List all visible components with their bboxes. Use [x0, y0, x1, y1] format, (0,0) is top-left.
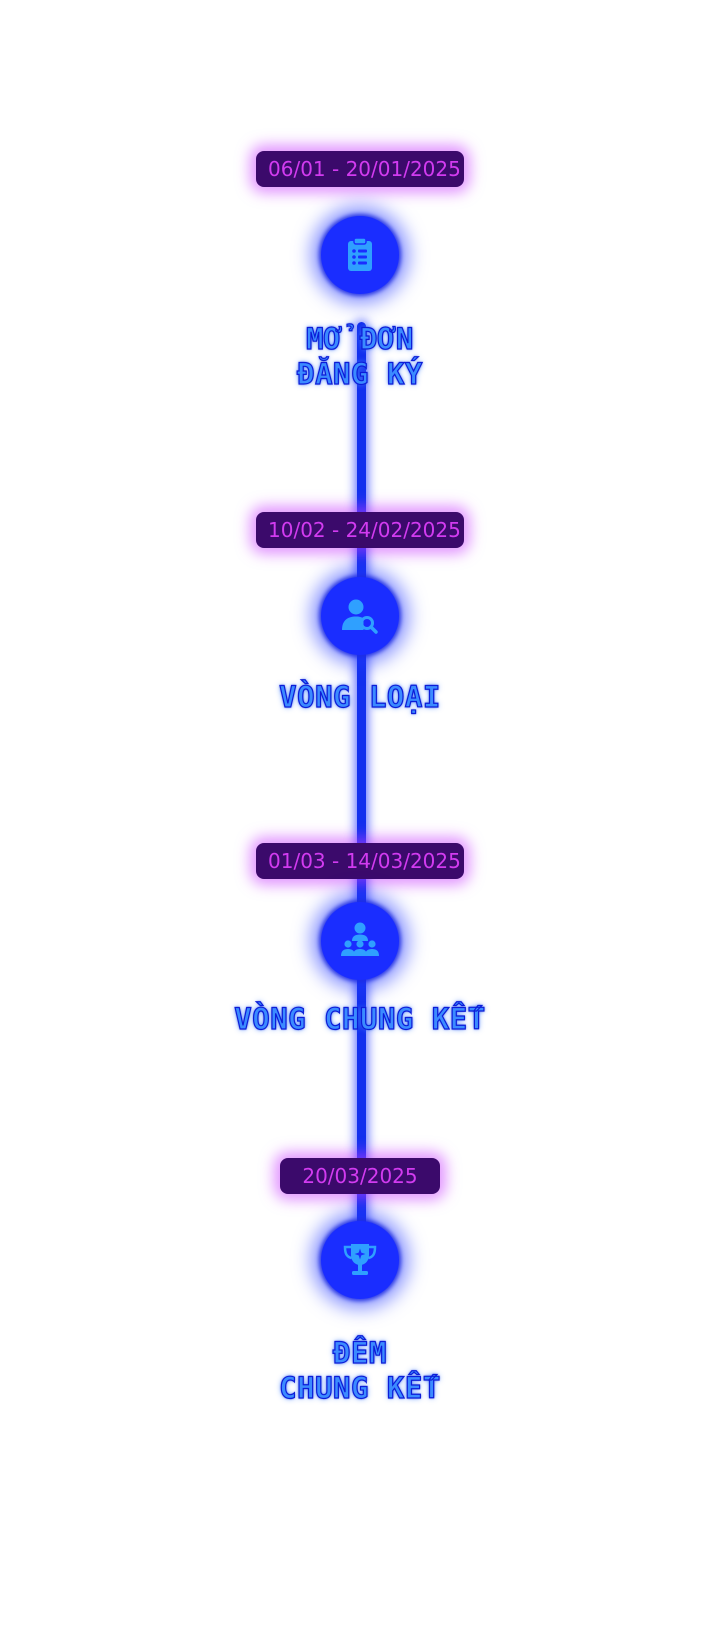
stage-3-date-badge: 01/03 - 14/03/2025	[256, 843, 464, 879]
stage-4-title-line-1: ĐÊM	[332, 1335, 387, 1370]
stage-4-icon-circle	[321, 1221, 399, 1299]
user-search-icon	[342, 599, 378, 634]
stage-2-date-badge: 10/02 - 24/02/2025	[256, 512, 464, 548]
stage-4-title: ĐÊM CHUNG KẾT	[279, 1335, 441, 1406]
stage-3-title-line-1: VÒNG CHUNG KẾT	[234, 1001, 486, 1036]
stage-1-icon-circle	[321, 216, 399, 294]
stage-4-date-badge: 20/03/2025	[280, 1158, 440, 1194]
group-users-icon	[341, 922, 379, 956]
trophy-icon	[343, 1244, 377, 1275]
stage-1-title-line-2: ĐĂNG KÝ	[297, 356, 423, 391]
stage-2-title: VÒNG LOẠI	[279, 679, 441, 715]
stage-1-title: MỞ ĐƠN ĐĂNG KÝ	[297, 321, 423, 392]
timeline-connector-line	[357, 322, 366, 1272]
stage-2-icon-circle	[321, 577, 399, 655]
clipboard-list-icon	[348, 237, 372, 271]
stage-4-title-line-2: CHUNG KẾT	[279, 1370, 441, 1405]
stage-2-title-line-1: VÒNG LOẠI	[279, 679, 441, 714]
stage-3-icon-circle	[321, 902, 399, 980]
stage-1-date-badge: 06/01 - 20/01/2025	[256, 151, 464, 187]
stage-3-title: VÒNG CHUNG KẾT	[234, 1001, 486, 1037]
stage-1-title-line-1: MỞ ĐƠN	[306, 321, 414, 356]
